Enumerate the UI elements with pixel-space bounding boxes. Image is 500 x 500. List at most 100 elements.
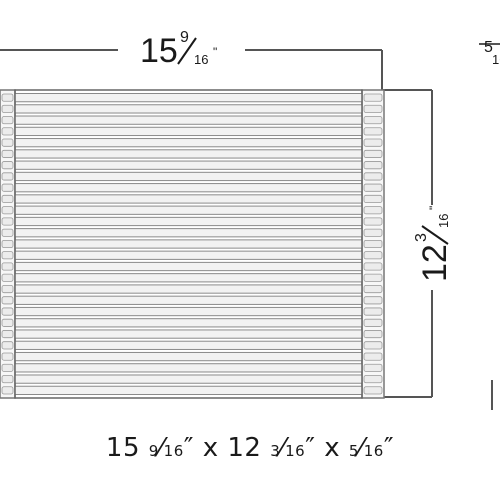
width-dimension-mark: " xyxy=(213,45,217,59)
caption-height-inch: ″ xyxy=(305,433,316,463)
rack-end-cap-segment-right xyxy=(363,127,383,136)
rack-end-cap-segment-left xyxy=(1,386,14,395)
caption-width-denominator: 16 xyxy=(163,442,184,460)
rack-end-cap-segment-left xyxy=(1,194,14,203)
rack-end-cap-segment-left xyxy=(1,273,14,282)
rack-end-cap-segment-left xyxy=(1,161,14,170)
rack-end-cap-segment-right xyxy=(363,330,383,339)
width-fraction-slash xyxy=(177,37,197,65)
rack-rod xyxy=(14,351,363,362)
rack-rod xyxy=(14,93,363,103)
rack-rod xyxy=(14,273,363,283)
rack-end-cap-segment-left xyxy=(1,183,14,192)
rack-end-cap-segment-right xyxy=(363,172,383,181)
caption-width-inch: ″ xyxy=(183,433,194,463)
rack-rod xyxy=(14,216,363,227)
rack-end-cap-segment-left xyxy=(1,127,14,136)
rack-rod xyxy=(14,295,363,305)
rack-end-cap-segment-right xyxy=(363,194,383,203)
rack-rod xyxy=(14,261,363,272)
height-fraction-slash xyxy=(421,225,449,245)
rack-end-cap-segment-right xyxy=(363,273,383,282)
caption-width-numerator: 9 xyxy=(148,442,159,460)
rack-end-cap-segment-right xyxy=(363,318,383,327)
rack-end-cap-segment-right xyxy=(363,296,383,305)
rack-body-outline xyxy=(14,89,363,399)
caption-times-1: x xyxy=(202,433,219,463)
rack-end-cap-segment-right xyxy=(363,93,383,102)
thickness-dimension-denominator: 16 xyxy=(492,52,500,67)
height-dimension-denominator: 16 xyxy=(436,214,451,228)
rack-end-cap-segment-right xyxy=(363,206,383,215)
rack-end-cap-segment-left xyxy=(1,116,14,125)
rack-end-cap-segment-left xyxy=(1,296,14,305)
caption-height-slash: ⁄ xyxy=(280,433,286,463)
rack-end-cap-segment-left xyxy=(1,330,14,339)
caption-thickness-numerator: 5 xyxy=(348,442,359,460)
rack-end-cap-segment-left xyxy=(1,307,14,316)
caption-width-whole: 15 xyxy=(105,433,140,463)
rack-end-cap-segment-left xyxy=(1,228,14,237)
height-dimension-numerator: 3 xyxy=(413,233,430,242)
height-dimension: 12 3 16 " xyxy=(382,89,454,398)
rack-rod xyxy=(14,194,363,204)
rack-end-cap-segment-right xyxy=(363,262,383,271)
rack-rod xyxy=(14,363,363,373)
rack-end-cap-segment-right xyxy=(363,217,383,226)
rack-end-cap-segment-left xyxy=(1,149,14,158)
width-dimension: 15 9 16 " xyxy=(0,29,383,90)
caption-height-denominator: 16 xyxy=(285,442,306,460)
height-dimension-mark: " xyxy=(427,206,441,210)
caption-thickness-slash: ⁄ xyxy=(358,433,364,463)
width-dimension-whole: 15 xyxy=(140,32,178,70)
rack-rod xyxy=(14,228,363,238)
caption-width-slash: ⁄ xyxy=(158,433,164,463)
rack-rod xyxy=(14,160,363,170)
caption-thickness-denominator: 16 xyxy=(363,442,384,460)
caption-thickness-inch: ″ xyxy=(383,433,395,463)
rack-rod xyxy=(14,104,363,114)
rack-end-cap-segment-left xyxy=(1,206,14,215)
rack-end-cap-segment-right xyxy=(363,375,383,384)
rack-end-cap-segment-left xyxy=(1,363,14,372)
rack-end-cap-segment-left xyxy=(1,104,14,113)
rack-end-cap-segment-right xyxy=(363,251,383,260)
rack-end-cap-segment-right xyxy=(363,183,383,192)
caption-height-fraction: 3⁄16 xyxy=(270,433,305,463)
caption-thickness-fraction: 5⁄16 xyxy=(349,433,384,463)
rack-end-cap-segment-right xyxy=(363,386,383,395)
rack-end-cap-segment-left xyxy=(1,217,14,226)
rack-rod xyxy=(14,374,363,384)
rack-end-cap-segment-left xyxy=(1,318,14,327)
rack-end-cap-segment-right xyxy=(363,239,383,249)
rack-end-cap-segment-right xyxy=(363,307,383,316)
caption-height-whole: 12 xyxy=(227,433,262,463)
rack-end-cap-segment-left xyxy=(1,138,14,147)
rack-end-cap-segment-right xyxy=(363,104,383,113)
dimensions-caption: 15 9⁄16 ″ x 12 3⁄16 ″ x 5⁄16 ″ xyxy=(0,428,500,468)
rack-end-cap-segment-left xyxy=(1,239,14,249)
rack-rod xyxy=(14,385,363,396)
rack-end-cap-segment-right xyxy=(363,138,383,147)
rack-end-cap-segment-right xyxy=(363,161,383,170)
roll-up-rack xyxy=(0,89,385,399)
width-dimension-numerator: 9 xyxy=(180,29,189,46)
caption-times-2: x xyxy=(324,433,341,463)
rack-end-cap-segment-right xyxy=(363,228,383,237)
rack-end-cap-segment-right xyxy=(363,363,383,372)
rack-rod xyxy=(14,115,363,125)
rack-end-cap-segment-left xyxy=(1,172,14,181)
rack-rods xyxy=(1,93,383,396)
rack-end-cap-segment-right xyxy=(363,341,383,350)
rack-end-cap-segment-right xyxy=(363,116,383,125)
width-dimension-denominator: 16 xyxy=(194,52,208,67)
rack-end-cap-segment-right xyxy=(363,285,383,294)
rack-rod xyxy=(14,149,363,159)
caption-height-numerator: 3 xyxy=(270,442,281,460)
rack-end-cap-segment-left xyxy=(1,262,14,271)
thickness-dimension-numerator: 5 xyxy=(484,39,493,56)
rack-rod xyxy=(14,126,363,137)
rack-end-cap-segment-left xyxy=(1,341,14,350)
rack-rod xyxy=(14,183,363,193)
